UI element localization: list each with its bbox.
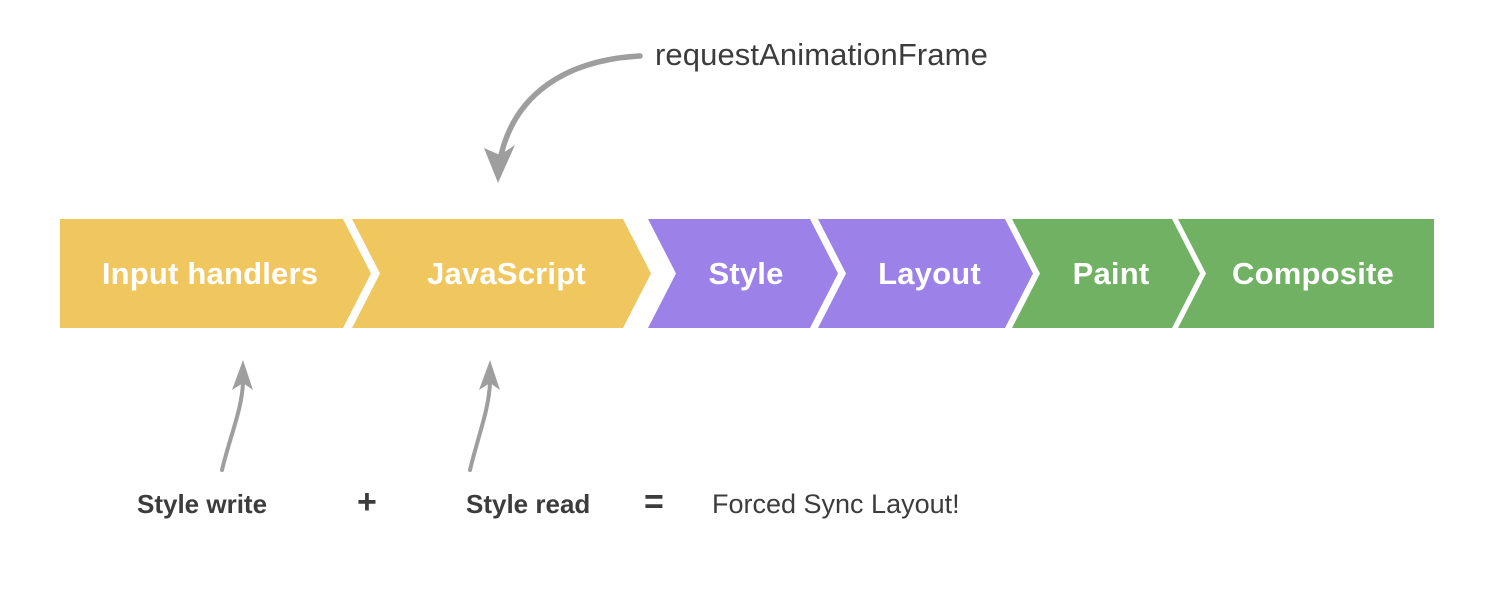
pipeline-stage-input-handlers[interactable] [60, 219, 371, 328]
pipeline-stage-style[interactable] [648, 219, 838, 328]
rendering-pipeline-bar: Input handlers JavaScript Style Layout P… [60, 219, 1434, 328]
forced-sync-layout-label: Forced Sync Layout! [712, 489, 960, 519]
request-animation-frame-arrow [484, 53, 643, 183]
pipeline-stage-paint[interactable] [1012, 219, 1200, 328]
style-read-label: Style read [466, 489, 591, 519]
equals-sign: = [644, 483, 664, 521]
pipeline-stage-composite[interactable] [1178, 219, 1434, 328]
style-write-arrow [220, 360, 253, 472]
request-animation-frame-label: requestAnimationFrame [655, 37, 988, 72]
style-read-arrow [468, 360, 500, 472]
plus-sign: + [357, 483, 377, 521]
pipeline-chevrons [60, 219, 1434, 328]
pipeline-stage-layout[interactable] [818, 219, 1033, 328]
pipeline-stage-javascript[interactable] [352, 219, 651, 328]
style-write-label: Style write [137, 489, 268, 519]
